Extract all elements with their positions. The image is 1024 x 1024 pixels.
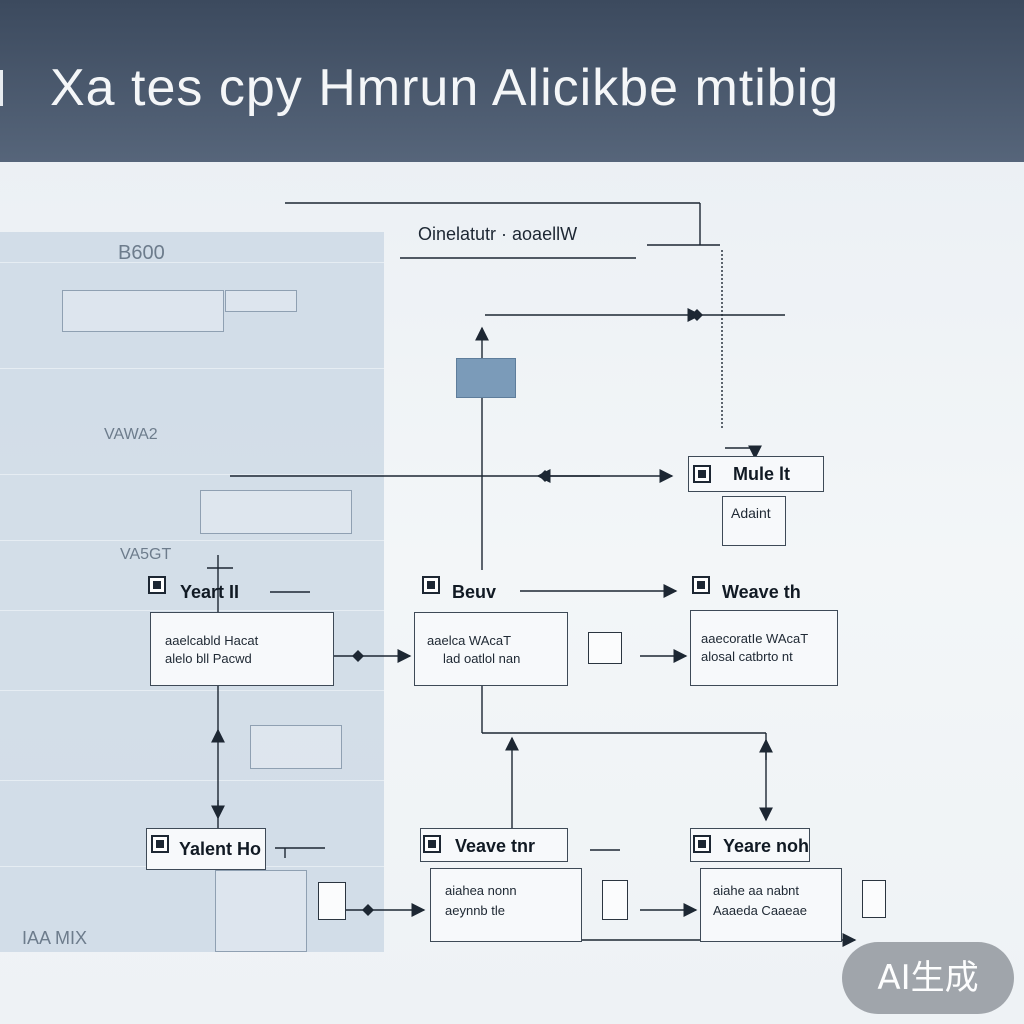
panel-box [62,290,224,332]
node-module[interactable]: Mule lt [688,456,824,492]
junction-diamond [539,470,551,482]
node-body-line: alosal catbrto nt [701,649,793,664]
panel-row-divider [0,690,384,691]
panel-box [225,290,297,312]
node-body-line: lad oatlol nan [443,651,521,666]
node-body-line: alelo bll Pacwd [165,651,252,666]
panel-label: VAWA2 [104,426,158,443]
panel-row-divider [0,610,384,611]
connector-box [862,880,886,918]
node-yeare[interactable]: aiahe aa nabnt Aaaeda Caaeae [700,868,842,942]
node-body-line: aaelca WAcaT [427,633,512,648]
connector-box [602,880,628,920]
node-body-line: Aaaeda Caaeae [713,903,807,918]
panel-row-divider [0,474,384,475]
node-body-line: aeynnb tle [445,903,505,918]
panel-label: B600 [118,242,165,264]
node-module-sub[interactable]: Adaint [722,496,786,546]
junction-diamond [362,904,374,916]
node-beuv[interactable]: aaelca WAcaT lad oatlol nan [414,612,568,686]
flag-icon [456,358,516,398]
node-yeare-header[interactable]: Yeare noh [690,828,810,862]
connector-box [318,882,346,920]
node-title: Yalent Ho [179,839,262,859]
ai-generated-badge: AI生成 [842,942,1014,1014]
node-icon [148,576,166,594]
node-icon [423,835,441,853]
node-title: Yeare noh [723,836,810,856]
panel-label: IAA MIX [22,928,88,948]
header-bar: Xa tes cpy Hmrun Alicikbe mtibig [0,0,1024,162]
node-icon [692,576,710,594]
node-title: Beuv [452,582,497,602]
node-yalent[interactable]: Yalent Ho [146,828,266,870]
connector-box [588,632,622,664]
node-weave-right[interactable]: aaecoratIe WAcaT alosal catbrto nt [690,610,838,686]
node-icon [151,835,169,853]
node-title: Weave th [722,582,801,602]
panel-label: VA5GT [120,546,172,563]
panel-row-divider [0,540,384,541]
node-body-line: aaecoratIe WAcaT [701,631,809,646]
panel-row-divider [0,368,384,369]
node-weave-bottom-header[interactable]: Veave tnr [420,828,568,862]
panel-row-divider [0,262,384,263]
node-icon [693,465,711,483]
header-edge-mark [0,70,3,106]
panel-box [215,870,307,952]
node-icon [422,576,440,594]
page-title: Xa tes cpy Hmrun Alicikbe mtibig [50,59,840,117]
panel-box [250,725,342,769]
diagram-top-label: Oinelatutr · aoaellW [418,224,578,244]
node-title: Veave tnr [455,836,536,856]
panel-box [200,490,352,534]
node-body-line: aaelcabld Hacat [165,633,259,648]
node-title: Yeart II [180,582,240,602]
node-sub-label: Adaint [731,505,771,521]
node-title: Mule lt [733,464,790,484]
junction-diamond [352,650,364,662]
node-weave-bottom[interactable]: aiahea nonn aeynnb tle [430,868,582,942]
panel-row-divider [0,780,384,781]
node-icon [693,835,711,853]
node-body-line: aiahe aa nabnt [713,883,800,898]
node-body-line: aiahea nonn [445,883,517,898]
junction-diamond [691,309,703,321]
node-yeart[interactable]: aaelcabld Hacat alelo bll Pacwd [150,612,334,686]
